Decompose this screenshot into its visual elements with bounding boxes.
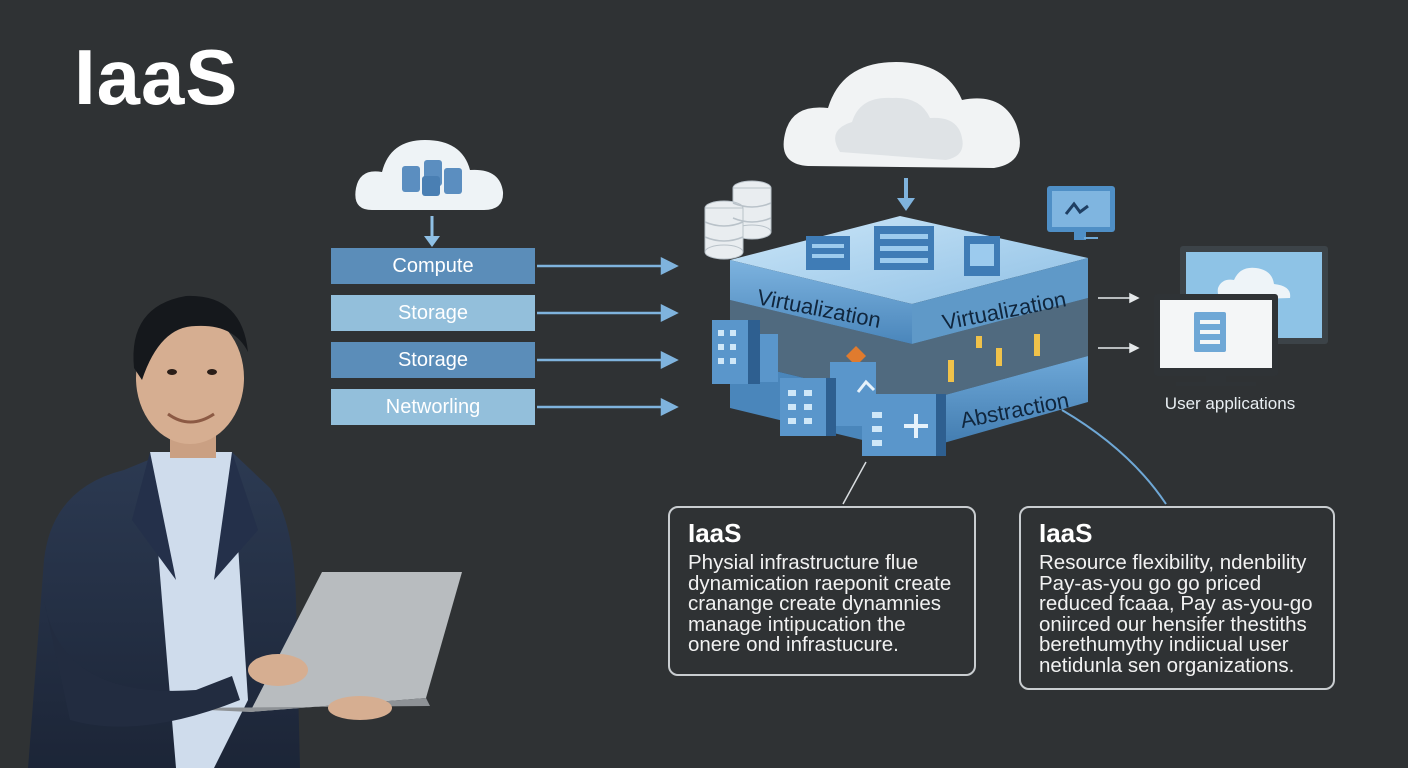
monitor-chart-icon bbox=[1047, 186, 1115, 240]
down-arrow-icon bbox=[424, 216, 440, 247]
info-box-right: IaaS Resource flexibility, ndenbility Pa… bbox=[1019, 506, 1335, 690]
person-with-laptop bbox=[28, 295, 462, 768]
service-compute: Compute bbox=[331, 248, 535, 284]
monitor-icon bbox=[1154, 246, 1328, 386]
info-box-line: cranange create dynamnies bbox=[688, 592, 941, 615]
cloud-icon bbox=[783, 62, 1020, 168]
info-box-line: onere ond infrastucure. bbox=[688, 633, 899, 656]
info-box-line: oniirced our hensifer thestiths bbox=[1039, 612, 1307, 636]
info-box-line: reduced fcaaa, Pay as-you-go bbox=[1039, 592, 1313, 615]
virtualization-layer bbox=[730, 216, 1088, 344]
app-arrows bbox=[1098, 292, 1140, 354]
info-box-left: IaaS Physial infrastructure flue dynamic… bbox=[668, 506, 976, 676]
service-arrows bbox=[537, 256, 679, 417]
cloud-database-icon bbox=[355, 140, 504, 210]
service-storage: Storage bbox=[331, 295, 535, 331]
info-box-line: manage intipucation the bbox=[688, 612, 906, 636]
info-box-title: IaaS bbox=[1039, 518, 1093, 548]
middle-layer bbox=[730, 298, 1088, 404]
user-applications-label: User applications bbox=[1164, 394, 1296, 413]
info-box-line: Resource flexibility, ndenbility bbox=[1039, 551, 1307, 574]
info-box-line: netidunla sen organizations. bbox=[1039, 653, 1295, 677]
info-box-line: Physial infrastructure flue bbox=[688, 551, 919, 574]
page-title: IaaS bbox=[74, 33, 239, 121]
info-box-line: berethumythy indiicual user bbox=[1039, 633, 1289, 656]
service-networking: Networling bbox=[331, 389, 535, 425]
info-box-title: IaaS bbox=[688, 518, 742, 548]
info-box-line: dynamication raeponit create bbox=[688, 571, 952, 595]
info-box-line: Pay-as-you go go priced bbox=[1039, 571, 1262, 595]
info-connectors bbox=[842, 409, 1167, 505]
buildings-icon bbox=[712, 320, 946, 456]
service-storage-secondary: Storage bbox=[331, 342, 535, 378]
down-arrow-icon bbox=[897, 178, 915, 211]
database-icon bbox=[704, 180, 772, 260]
